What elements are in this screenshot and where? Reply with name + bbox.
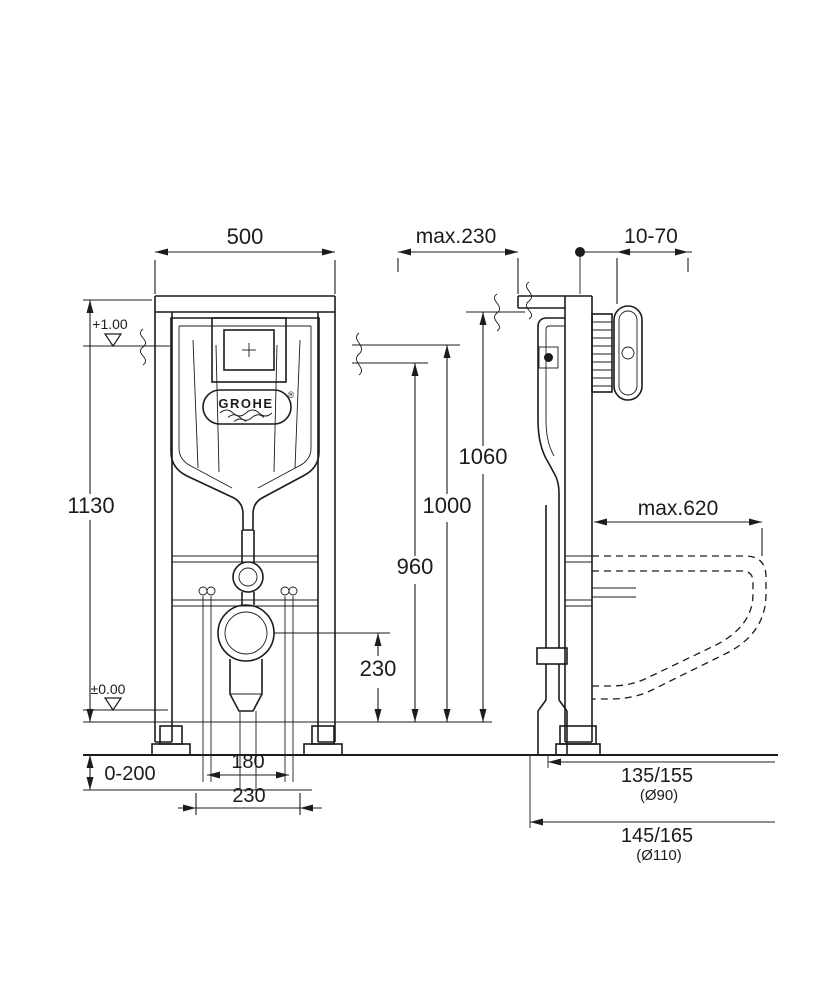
dim-outlet-height: 230 [360, 656, 397, 681]
dim-level-floor: ±0.00 [91, 681, 126, 697]
registered-mark: ® [288, 390, 295, 400]
dim-waste-90: 135/155 [621, 765, 693, 787]
logo-wave-2 [227, 414, 265, 421]
logo-wave-3 [233, 418, 247, 422]
dim-foot-adjust: 0-200 [104, 763, 155, 785]
outlet-elbow [229, 659, 263, 712]
break-squiggle-1060 [494, 293, 500, 332]
mounting-frame-front [151, 295, 343, 756]
flush-plate-side [591, 305, 643, 401]
break-squiggle-middle [356, 332, 362, 376]
cistern-side [537, 317, 565, 520]
side-view [517, 295, 767, 756]
cistern-front [170, 317, 320, 531]
push-plate [613, 305, 643, 401]
waste-outlet-circle [217, 604, 275, 662]
logo-wave-1 [219, 409, 273, 417]
grohe-logo: GROHE ® [202, 389, 295, 425]
reference-lines [83, 281, 778, 791]
pipe-fitting-circle [232, 561, 264, 593]
dim-connection-spacing: 230 [232, 785, 265, 807]
dim-1060: 1060 [459, 444, 508, 469]
toilet-bowl-outline [592, 555, 767, 700]
dim-plate-adjust: 10-70 [624, 225, 678, 248]
dim-top-width: 500 [227, 224, 264, 249]
dim-960: 960 [397, 554, 434, 579]
level-marker-floor [103, 697, 123, 712]
flush-pipe-side [536, 505, 568, 755]
dim-level-top: +1.00 [92, 316, 128, 332]
dim-waste-90-dia: (Ø90) [640, 787, 678, 804]
dim-total-height: 1130 [67, 493, 114, 518]
dim-wall-max: max.230 [416, 225, 497, 248]
dim-bowl-depth: max.620 [638, 497, 719, 520]
fixing-bolts [198, 586, 298, 782]
dimensions: 500 max.230 10-70 +1.00 ±0.00 1130 1060 [67, 224, 775, 864]
wall-bracket [517, 295, 592, 309]
dim-waste-110-dia: (Ø110) [636, 847, 682, 864]
threaded-sleeve [591, 313, 613, 393]
dim-1000: 1000 [423, 493, 472, 518]
grohe-logo-text: GROHE [218, 396, 273, 411]
break-squiggle-left [140, 328, 146, 366]
dim-waste-110: 145/165 [621, 825, 693, 847]
break-squiggle-wall [526, 281, 532, 320]
fill-valve-connection [538, 346, 559, 369]
actuator-frame-front [211, 317, 287, 383]
front-view: GROHE ® [151, 295, 343, 790]
dim-bolt-spacing: 180 [231, 751, 264, 773]
level-marker-top [103, 333, 123, 348]
